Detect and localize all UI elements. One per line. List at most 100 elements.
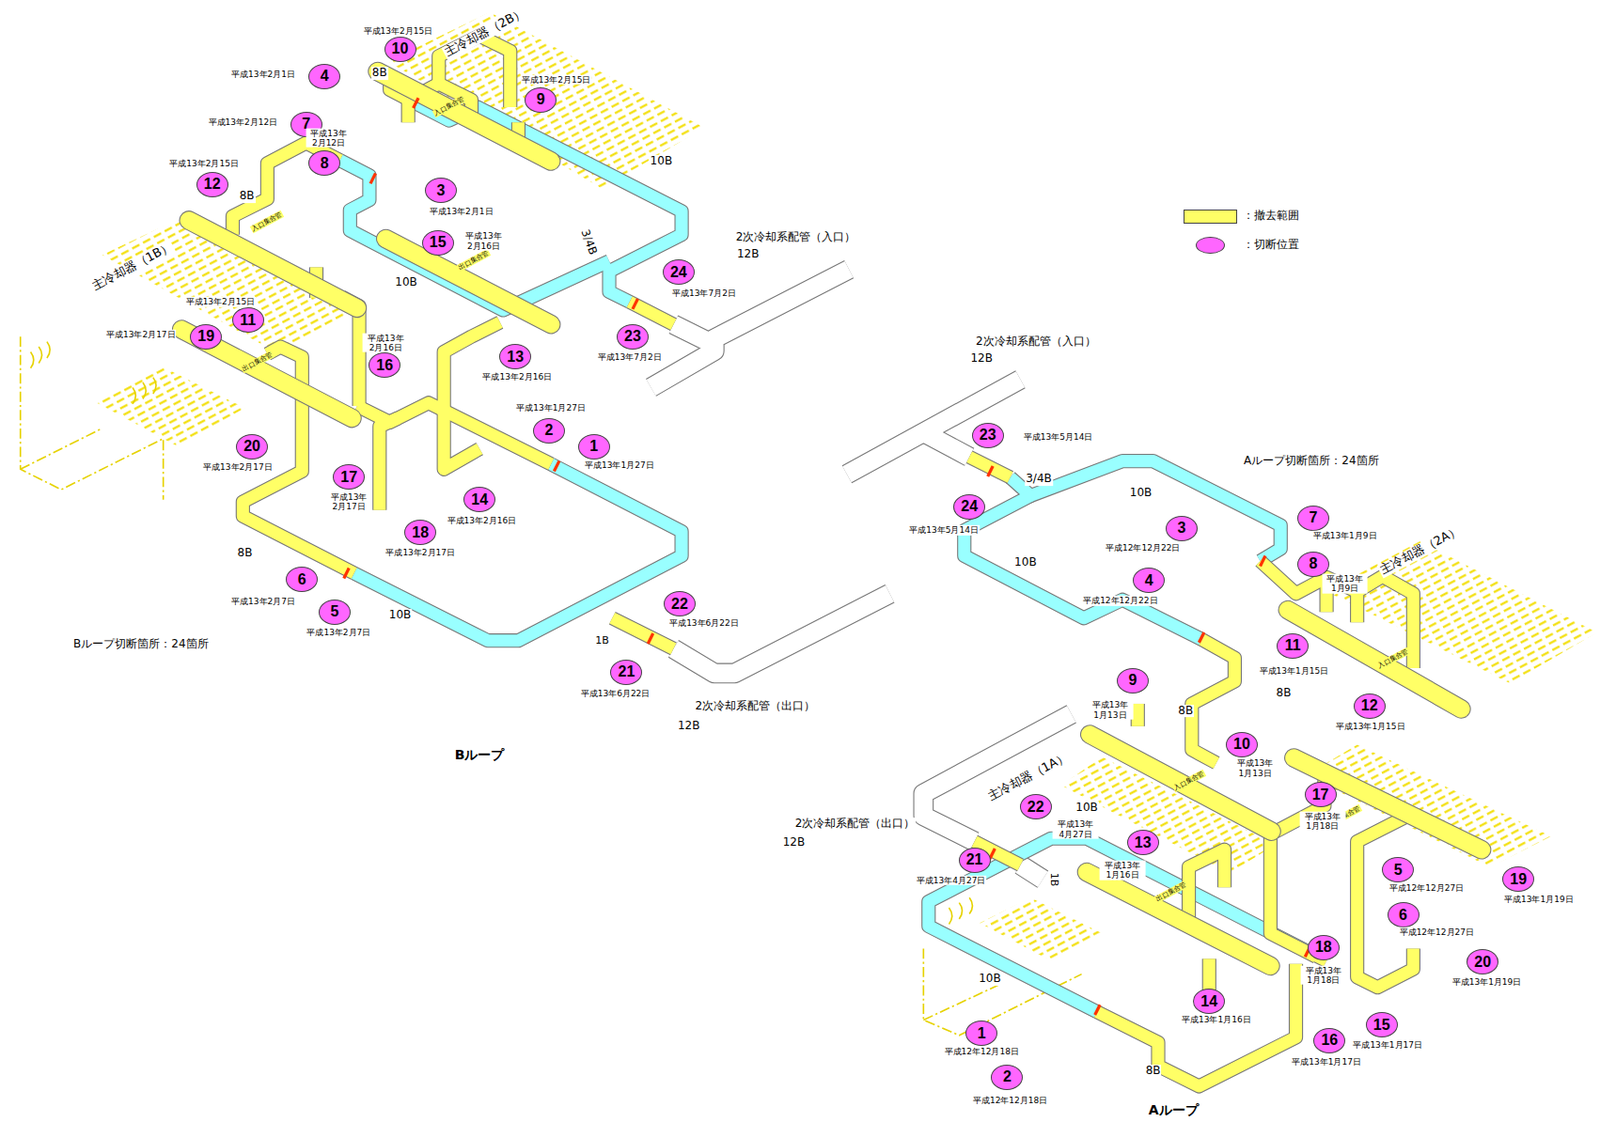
callout-text: 2 [545, 423, 554, 439]
part-label: 2次冷却系配管（出口） [794, 817, 917, 832]
cut-date: 平成13年2月15日 [362, 25, 435, 35]
part-label: 10B [649, 155, 675, 169]
callout-text: 9 [536, 92, 546, 108]
callout-text: 7 [1309, 510, 1318, 526]
cut-date: 平成13年1月15日 [1258, 666, 1331, 676]
callout-text: 3 [1177, 520, 1187, 536]
part-label: 8B [1145, 1065, 1162, 1079]
callout-text: 11 [1285, 638, 1302, 654]
callout-number: 11 [232, 307, 265, 333]
cut-marks [344, 97, 1311, 1016]
callout-number: 20 [1466, 949, 1499, 975]
callout-number: 12 [1353, 693, 1386, 720]
callout-text: 21 [618, 664, 636, 680]
callout-number: 14 [463, 486, 496, 513]
callout-text: 11 [239, 313, 256, 329]
part-label: 8B [238, 190, 256, 204]
callout-number: 15 [422, 230, 455, 256]
cut-date: 平成13年2月15日 [168, 158, 240, 169]
remaining-pipe [339, 102, 1306, 1013]
pipe-outline [339, 102, 1306, 1013]
callout-number: 19 [189, 324, 222, 350]
part-label: 10B [1074, 801, 1099, 816]
cut-date: 平成13年1月15日 [1334, 721, 1407, 732]
part-label: 8B [1176, 705, 1194, 719]
cut-date: 平成13年2月12日 [207, 117, 280, 127]
part-label: 10B [977, 972, 1003, 987]
cut-date: 平成13年 1月9日 [1321, 574, 1368, 595]
cooler-fins [96, 12, 1598, 961]
callout-text: 2 [1003, 1069, 1012, 1085]
callout-number: 6 [1387, 902, 1420, 928]
callout-text: 24 [960, 499, 978, 515]
part-label: 10B [388, 609, 413, 623]
callout-text: 18 [411, 525, 429, 541]
part-label: 2次冷却系配管（入口） [735, 231, 858, 245]
cut-date: 平成13年 1月13日 [1087, 700, 1134, 721]
header-name: 入口集合管 [1171, 769, 1206, 793]
callout-text: 5 [1394, 862, 1403, 879]
cut-date: 平成12年12月22日 [1104, 543, 1181, 553]
callout-number: 18 [404, 519, 437, 546]
cut-date: 平成13年4月27日 [915, 876, 988, 886]
legend-text: ：撤去範囲 [1242, 209, 1300, 223]
callout-text: 12 [203, 176, 221, 192]
cut-date: 平成13年 2月12日 [305, 127, 352, 148]
callout-number: 3 [1165, 516, 1198, 542]
cut-date: 平成13年5月14日 [908, 525, 980, 535]
part-label: 8B [1275, 687, 1293, 701]
callout-number: 16 [368, 352, 401, 378]
callout-number: 1 [578, 434, 611, 460]
callout-number: 21 [610, 659, 643, 686]
callout-number: 2 [533, 418, 565, 444]
callout-text: 23 [979, 427, 997, 443]
callout-number: 10 [384, 36, 417, 63]
part-label: 1B [1048, 871, 1061, 888]
callout-text: 15 [1373, 1018, 1391, 1034]
part-label: 主冷却器（2B） [440, 4, 529, 61]
cut-date: 平成13年2月15日 [520, 74, 593, 84]
callout-text: 14 [1200, 994, 1218, 1010]
callout-number: 24 [662, 259, 695, 285]
callout-text: 13 [506, 349, 524, 365]
part-label: 12B [782, 836, 807, 850]
callout-number: 22 [663, 591, 696, 617]
cut-date: 平成13年1月19日 [1503, 894, 1575, 905]
cut-date: 平成13年 2月16日 [460, 231, 507, 251]
callout-number: 17 [1304, 782, 1337, 808]
callout-text: 6 [1398, 908, 1408, 924]
cut-date: 平成13年 1月18日 [1300, 965, 1347, 986]
part-label: 12B [736, 248, 761, 262]
callout-number: 1 [965, 1020, 998, 1047]
part-label: 10B [1013, 556, 1038, 570]
callout-number: 5 [1381, 857, 1414, 883]
callout-text: 24 [670, 265, 688, 281]
callout-number: 22 [1019, 794, 1052, 820]
callout-number: 5 [318, 599, 351, 626]
cut-date: 平成13年 1月13日 [1232, 758, 1279, 779]
callout-number: 20 [235, 434, 268, 460]
callout-number: 15 [1365, 1012, 1398, 1038]
cut-date: 平成13年 4月27日 [1052, 819, 1099, 840]
callout-text: 12 [1361, 698, 1379, 714]
callout-text: 21 [966, 852, 984, 868]
header-name: 出口集合管 [1154, 879, 1189, 903]
cut-date: 平成13年2月16日 [446, 515, 518, 525]
callout-number: 10 [1225, 732, 1258, 758]
part-label: Aループ [1148, 1102, 1199, 1118]
callout-text: 10 [1233, 737, 1251, 753]
cut-date: 平成13年1月17日 [1290, 1057, 1363, 1067]
callout-text: 17 [1312, 787, 1330, 803]
callout-number: 14 [1192, 988, 1225, 1015]
callout-text: 20 [243, 439, 261, 455]
callout-text: 9 [1128, 673, 1137, 689]
callout-number: 4 [1132, 567, 1165, 594]
callout-text: 19 [197, 329, 215, 345]
callout-text: 8 [320, 156, 330, 172]
callout-number: 4 [308, 63, 341, 90]
part-label: 2次冷却系配管（入口） [974, 335, 1098, 349]
callout-text: 18 [1315, 940, 1333, 956]
